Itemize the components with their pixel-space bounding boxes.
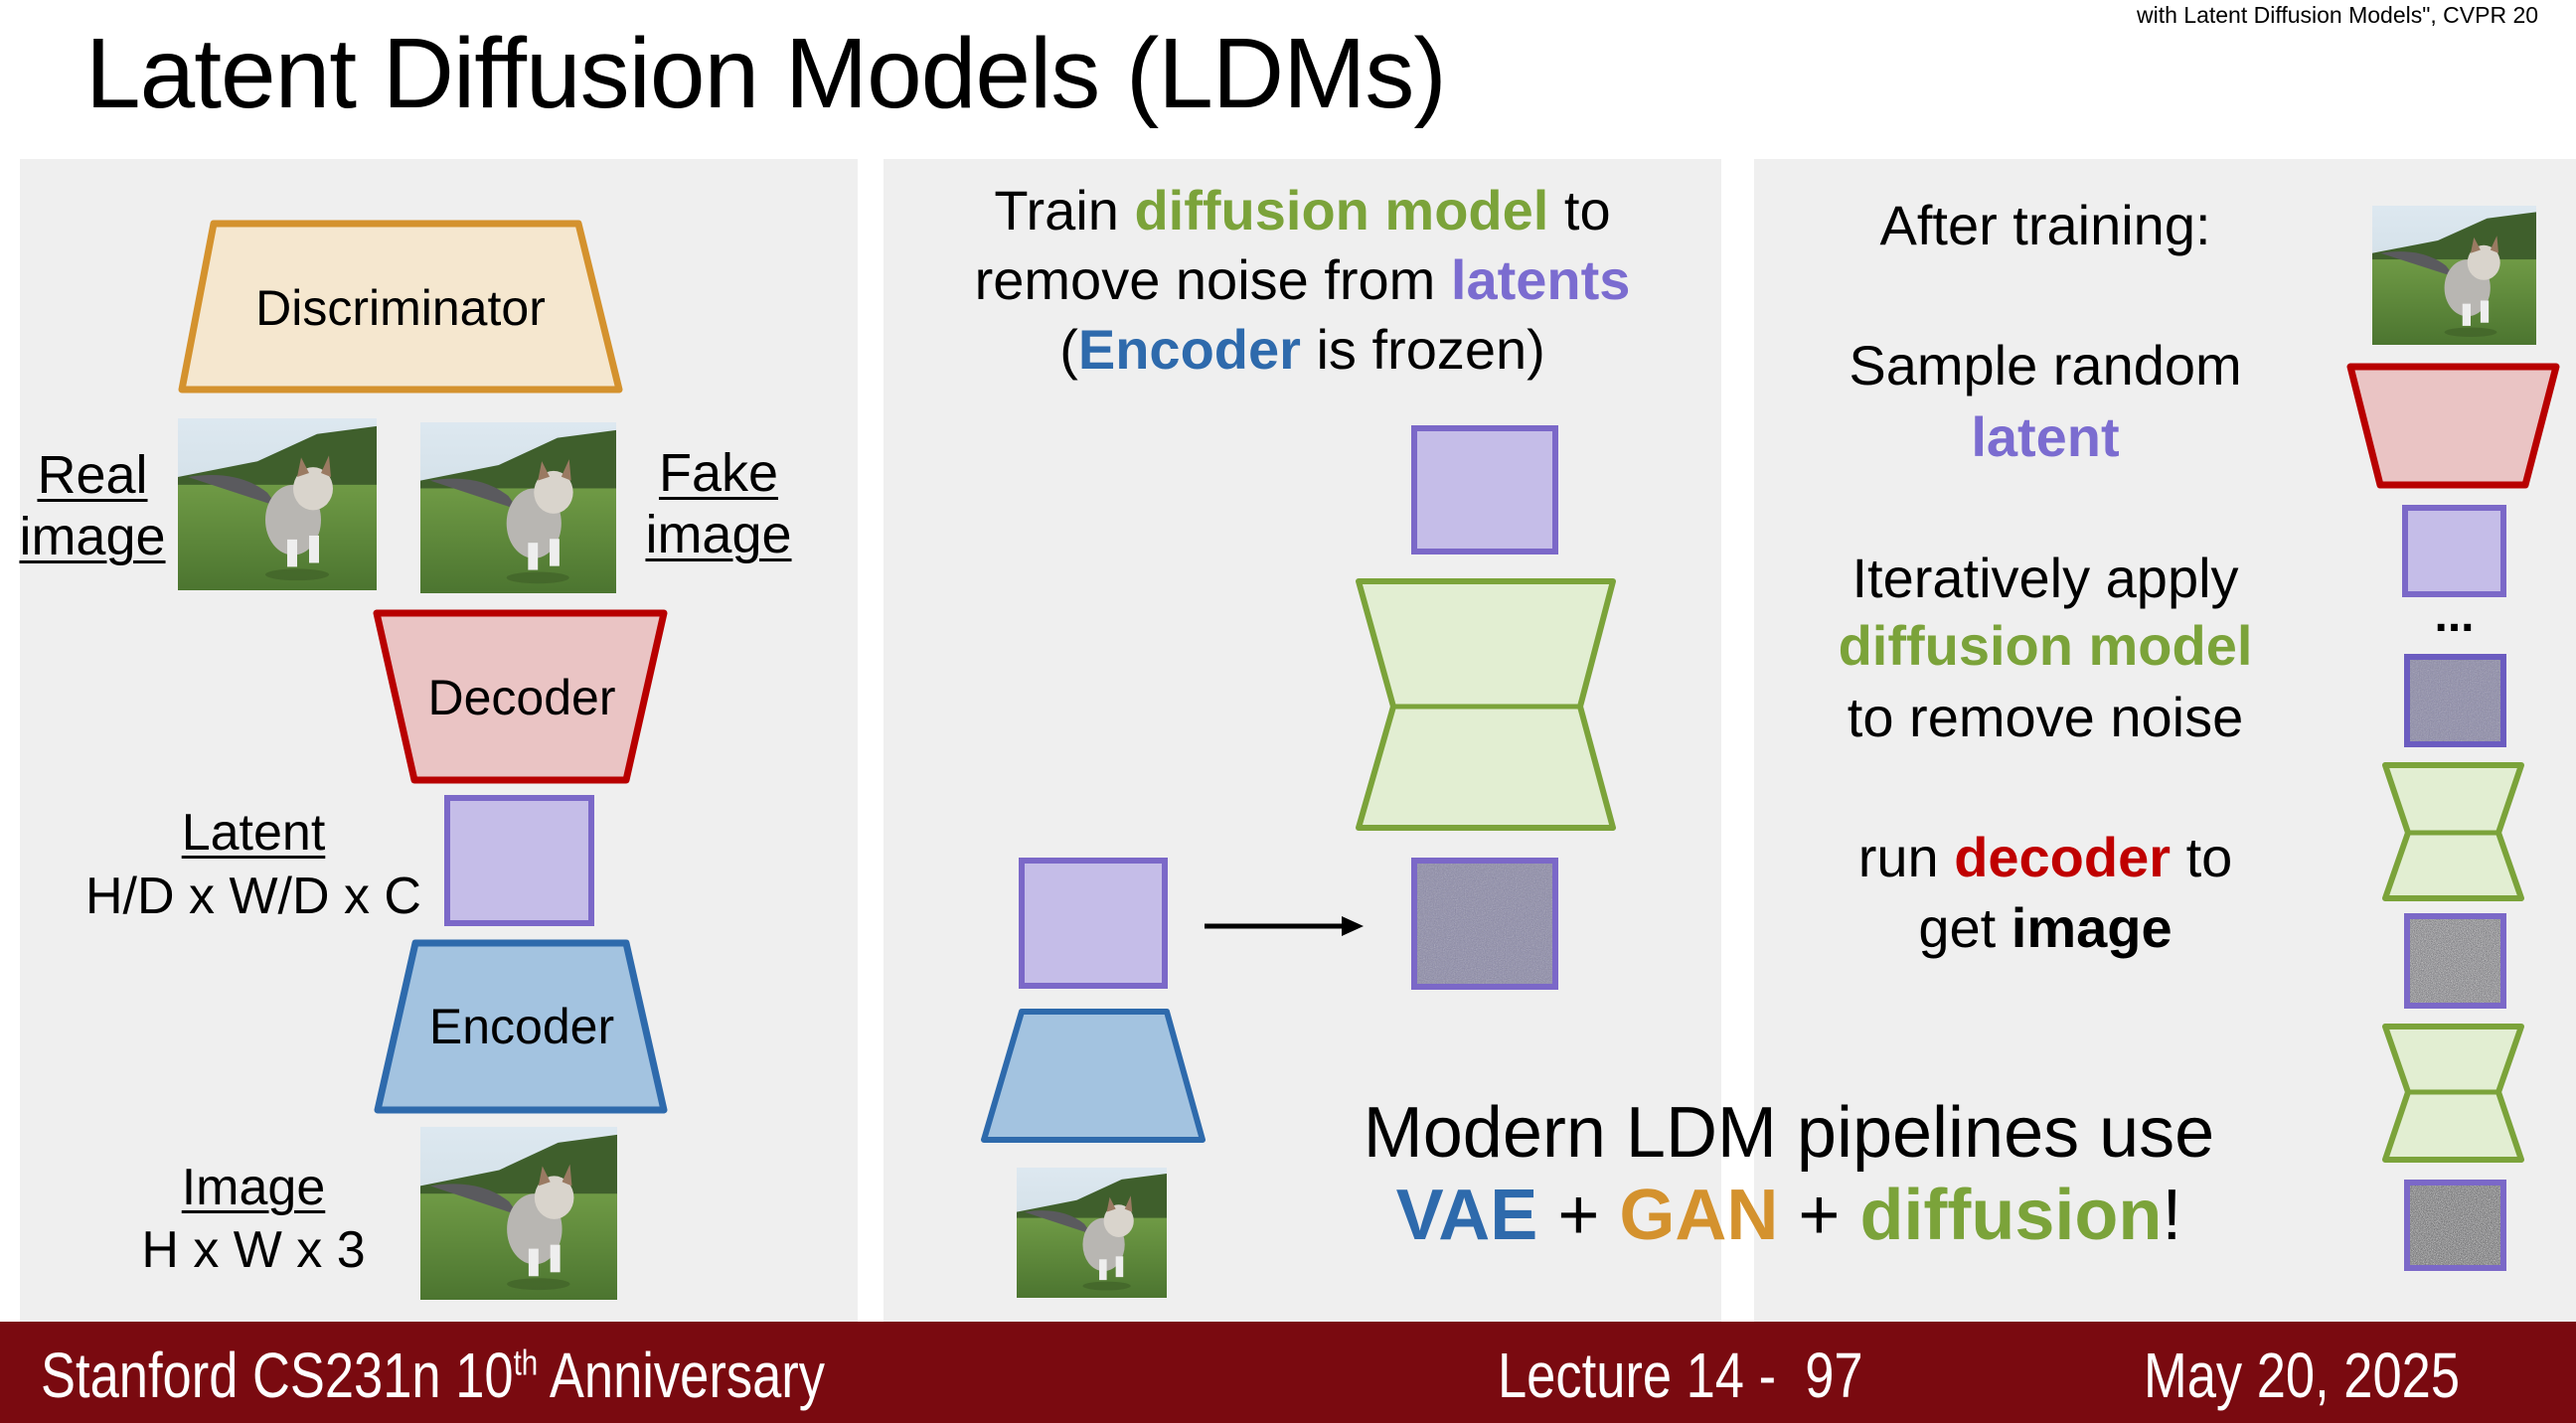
lecture-number: Lecture 14 - 97 — [1498, 1340, 1863, 1411]
frozen-encoder-block — [981, 1009, 1206, 1143]
clean-latent-block — [1411, 425, 1558, 554]
decoder-label: Decoder — [427, 670, 616, 725]
gan-highlight: GAN — [1619, 1176, 1779, 1255]
pure-noise-latent-block — [2404, 1180, 2506, 1271]
noisy-latent-block-2 — [2404, 913, 2506, 1009]
generated-image — [2372, 206, 2536, 345]
course-name: Stanford CS231n 10th Anniversary — [41, 1336, 825, 1415]
encoder-highlight: Encoder — [1077, 318, 1301, 381]
fake-image — [420, 422, 616, 593]
real-image-label-line1: Real — [37, 445, 148, 505]
caption-text: remove noise from — [974, 248, 1451, 311]
diffusion-model-highlight: diffusion model — [1134, 179, 1549, 241]
modern-ldm-line1: Modern LDM pipelines use — [1363, 1093, 2215, 1173]
caption-text: ( — [1059, 318, 1078, 381]
real-image — [178, 418, 377, 590]
middle-caption-line3: (Encoder is frozen) — [884, 320, 1721, 380]
run-decoder-text: run decoder to — [1797, 828, 2294, 887]
course-text: Stanford CS231n 10 — [41, 1340, 514, 1411]
decoder-block — [373, 609, 668, 784]
partially-noisy-latent-block — [2404, 654, 2506, 747]
vae-highlight: VAE — [1395, 1176, 1538, 1255]
noisy-latent-block — [1411, 858, 1558, 990]
sampling-decoder-block — [2346, 363, 2560, 489]
encoder-label: Encoder — [428, 999, 615, 1054]
middle-input-image — [1017, 1168, 1167, 1298]
course-text-end: Anniversary — [538, 1340, 825, 1411]
arrow-icon — [1205, 916, 1364, 936]
course-superscript: th — [513, 1342, 539, 1383]
middle-caption-line2: remove noise from latents — [884, 250, 1721, 310]
footer-bar: Stanford CS231n 10th Anniversary Lecture… — [0, 1322, 2576, 1423]
fake-image-label-line2: image — [645, 505, 792, 564]
real-image-label-line2: image — [19, 507, 166, 566]
image-dims: H x W x 3 — [141, 1221, 366, 1279]
caption-text: is frozen) — [1300, 318, 1545, 381]
image-label: Image — [181, 1159, 326, 1216]
after-training-text: After training: — [1879, 194, 2211, 256]
caption-text: get — [1918, 896, 2012, 959]
iteratively-apply-text: Iteratively apply — [1852, 547, 2239, 609]
image-highlight: image — [2011, 896, 2173, 959]
latent-highlight: latent — [1971, 405, 2120, 468]
input-image — [420, 1127, 617, 1300]
decoder-highlight: decoder — [1954, 826, 2172, 888]
latent-block — [444, 795, 594, 926]
exclamation-text: ! — [2162, 1176, 2182, 1255]
latent-dims: H/D x W/D x C — [85, 868, 421, 925]
latents-highlight: latents — [1450, 248, 1631, 311]
caption-text: to — [1548, 179, 1611, 241]
discriminator-block — [178, 220, 623, 394]
get-image-text: get image — [1797, 898, 2294, 958]
denoised-latent-block — [2402, 505, 2506, 597]
remove-noise-text: to remove noise — [1847, 686, 2244, 748]
latent-block-small — [1019, 858, 1168, 989]
diffusion-highlight: diffusion — [1859, 1176, 2163, 1255]
caption-text: to — [2171, 826, 2233, 888]
middle-caption-line1: Train diffusion model to — [884, 181, 1721, 240]
caption-text: run — [1857, 826, 1955, 888]
sample-random-text: Sample random — [1849, 334, 2242, 396]
latent-label: Latent — [181, 804, 326, 862]
citation: with Latent Diffusion Models", CVPR 20 — [2137, 2, 2539, 28]
diffusion-model-highlight: diffusion model — [1838, 614, 2253, 677]
encoder-block — [374, 939, 668, 1114]
fake-image-label-line1: Fake — [658, 443, 779, 503]
caption-text: Train — [994, 179, 1135, 241]
discriminator-label: Discriminator — [255, 280, 546, 336]
ellipsis-icon: ... — [2434, 589, 2475, 642]
slide-title: Latent Diffusion Models (LDMs) — [85, 18, 1447, 129]
lecture-date: May 20, 2025 — [2144, 1340, 2461, 1411]
modern-ldm-line2: VAE + GAN + diffusion! — [1292, 1176, 2286, 1255]
plus-text: + — [1537, 1176, 1620, 1255]
plus-text: + — [1778, 1176, 1860, 1255]
